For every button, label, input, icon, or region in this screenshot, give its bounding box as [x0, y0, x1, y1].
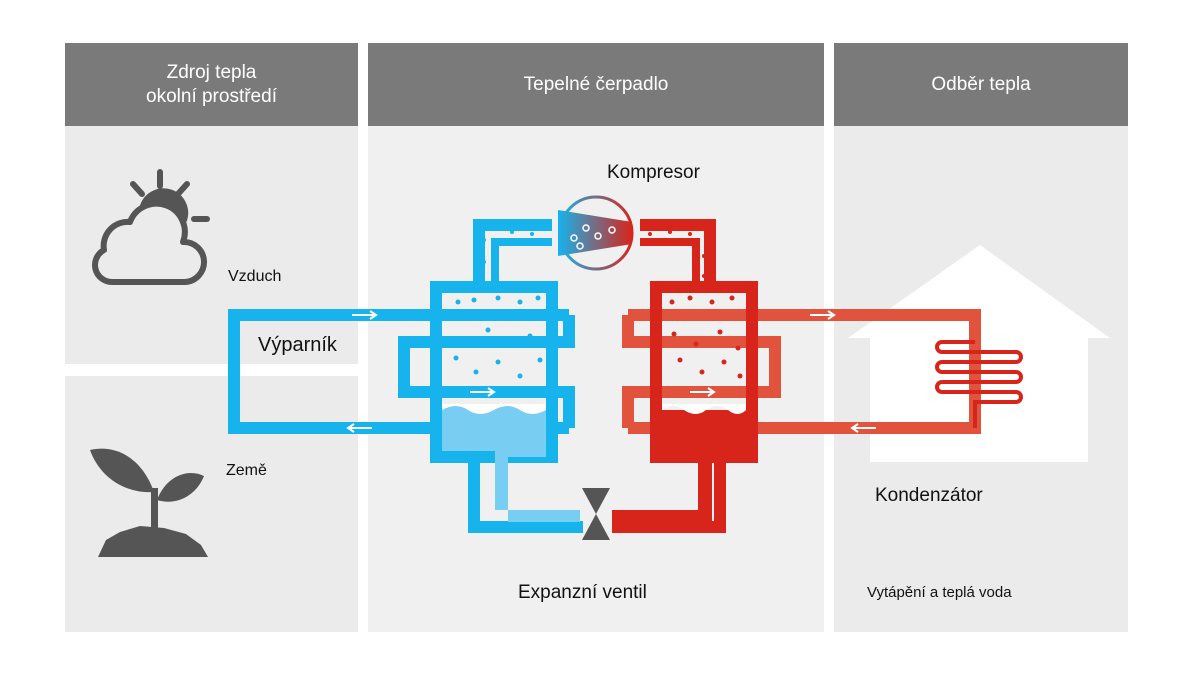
label-heating: Vytápění a teplá voda: [867, 584, 1012, 601]
condenser-bubbles: [648, 230, 743, 379]
condenser-liquid-pipe: [612, 457, 712, 522]
label-ground: Země: [226, 462, 267, 479]
plant-icon: [90, 448, 208, 557]
radiator-coil-icon: [935, 340, 1023, 428]
label-evaporator: Výparník: [258, 334, 337, 356]
header-heat-source: Zdroj tepla okolní prostředí: [65, 43, 358, 126]
header-heat-pump: Tepelné čerpadlo: [368, 43, 824, 126]
evaporator-loop: [228, 219, 583, 533]
evaporator-liquid-body: [442, 410, 546, 451]
cloud-sun-icon: [92, 169, 210, 285]
compressor-icon: [558, 195, 634, 271]
header-heat-consumption: Odběr tepla: [834, 43, 1128, 126]
label-air: Vzduch: [228, 268, 282, 285]
expansion-valve-icon: [582, 488, 610, 540]
label-compressor: Kompresor: [607, 162, 700, 183]
label-expansion-valve: Expanzní ventil: [518, 582, 647, 603]
source-ground-panel: [65, 376, 358, 632]
condenser-liquid-body: [662, 410, 746, 451]
condenser-vessel: [612, 219, 758, 533]
evaporator-bubbles: [453, 230, 543, 379]
flow-arrows: [346, 310, 876, 433]
label-condenser: Kondenzátor: [875, 485, 983, 506]
